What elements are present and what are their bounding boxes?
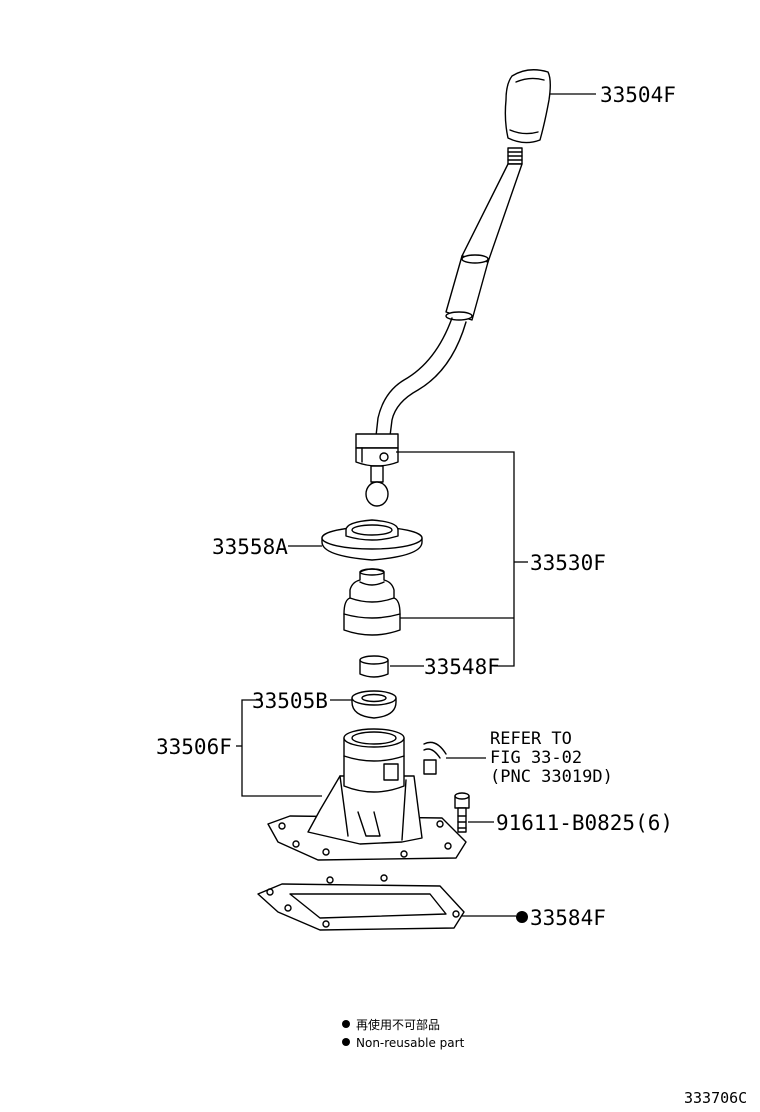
label-lever-assy[interactable]: 33530F <box>530 551 606 575</box>
shift-lever[interactable] <box>355 147 523 507</box>
lever-retainer-housing[interactable] <box>267 728 467 861</box>
label-lever-retainer[interactable]: 33506F <box>156 735 232 759</box>
figure-id: 333706C <box>684 1089 747 1107</box>
label-boot-retainer[interactable]: 33505B <box>252 689 328 713</box>
legend-bullet-en <box>342 1038 350 1046</box>
bolt-part[interactable] <box>454 792 470 833</box>
legend-en: Non-reusable part <box>356 1036 465 1050</box>
label-bolt[interactable]: 91611-B0825(6) <box>496 811 673 835</box>
refer-line-2: FIG 33-02 <box>490 748 582 768</box>
bracket-lever-assy <box>396 451 515 667</box>
non-reusable-mark <box>516 911 528 923</box>
refer-line-1: REFER TO <box>490 729 572 749</box>
bracket-lever-retainer <box>241 699 322 797</box>
boot-part[interactable] <box>343 568 401 636</box>
legend-bullet-jp <box>342 1020 350 1028</box>
boot-retainer-part[interactable] <box>351 690 397 719</box>
label-seat[interactable]: 33558A <box>212 535 288 559</box>
label-shift-knob[interactable]: 33504F <box>600 83 676 107</box>
breather-hose-part[interactable] <box>423 741 447 775</box>
label-bushing[interactable]: 33548F <box>424 655 500 679</box>
label-gasket[interactable]: 33584F <box>530 906 606 930</box>
shift-knob[interactable] <box>504 69 551 144</box>
gasket-part[interactable] <box>257 874 465 931</box>
legend-jp: 再使用不可部品 <box>356 1017 440 1032</box>
seat-part[interactable] <box>321 519 423 561</box>
refer-line-3: (PNC 33019D) <box>490 767 613 787</box>
bushing-part[interactable] <box>359 655 389 678</box>
